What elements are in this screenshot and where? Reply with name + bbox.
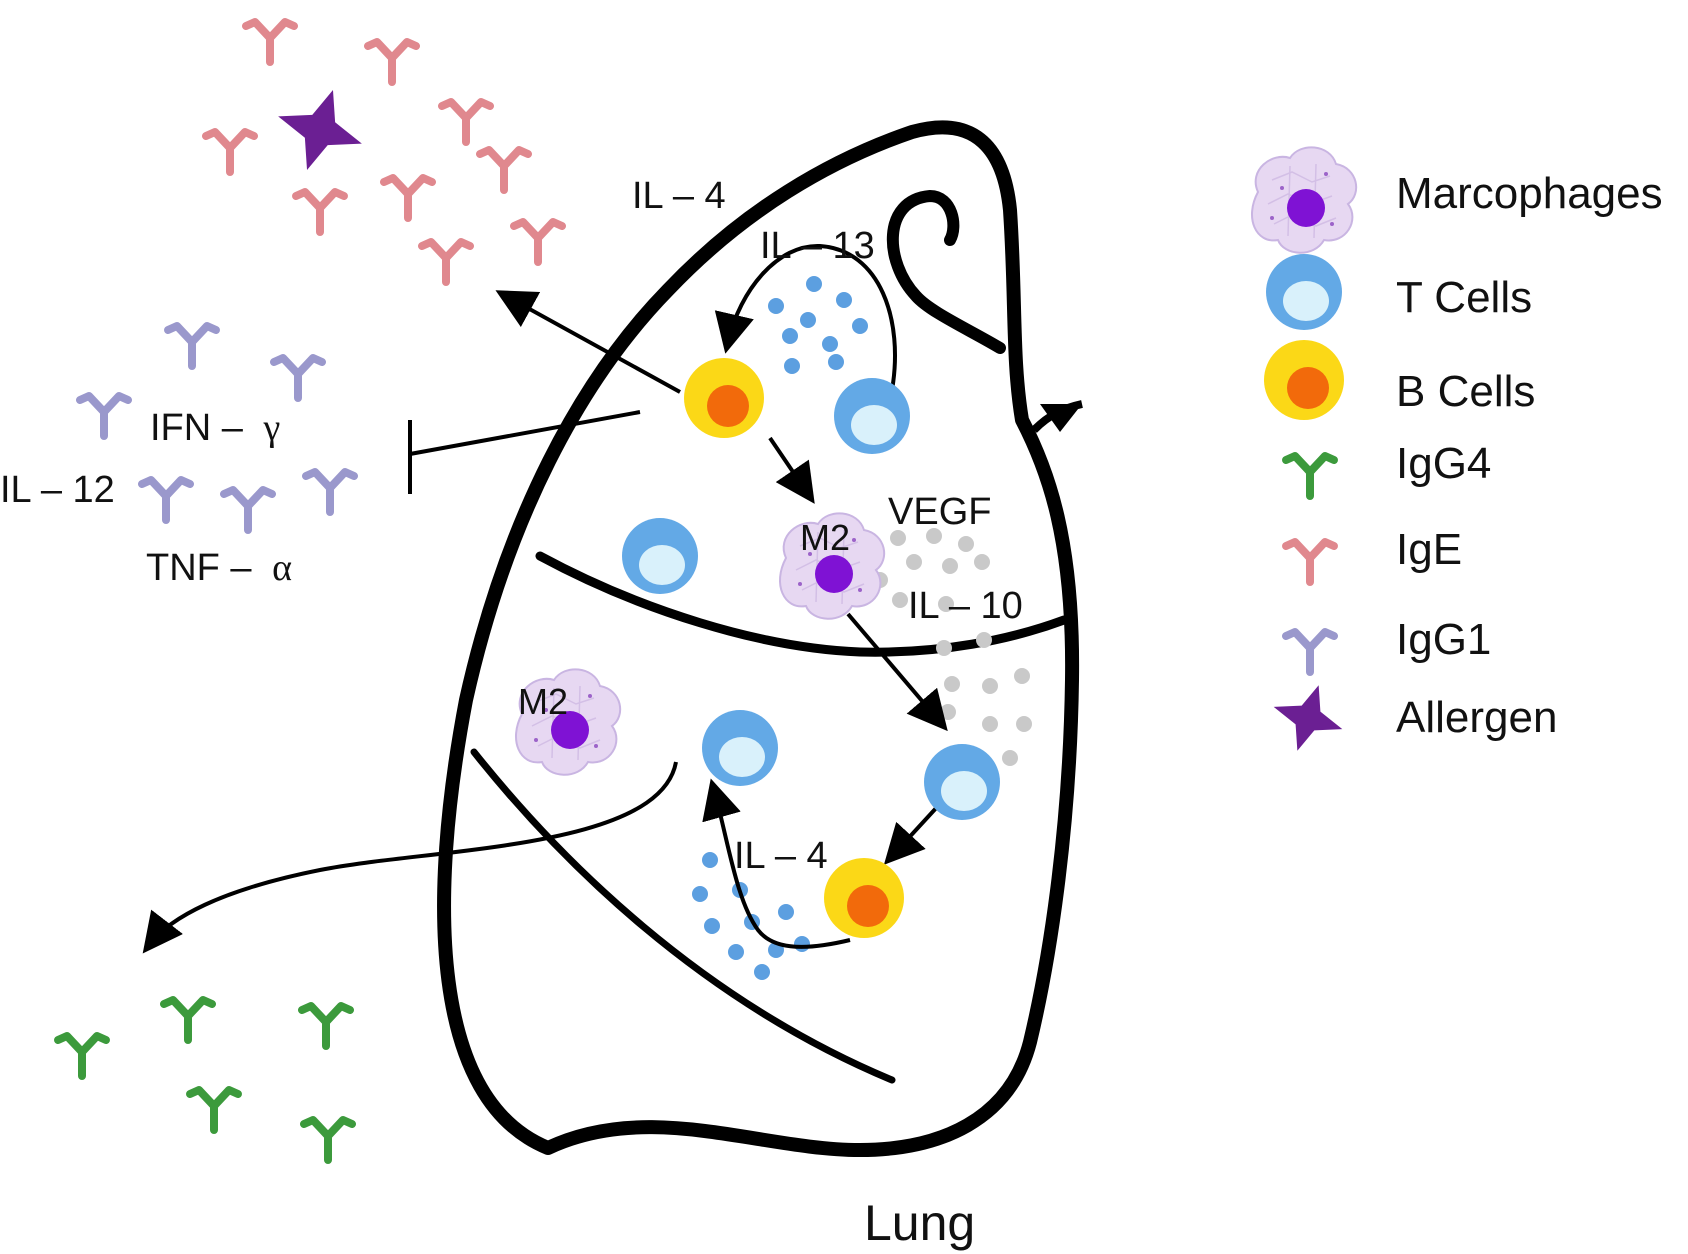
igg1-antibody-icon [142, 480, 190, 520]
igg4-antibody-cluster [58, 1000, 352, 1160]
igg1-antibody-icon [80, 396, 128, 436]
igg4-antibody-icon [164, 1000, 212, 1040]
label-vegf: VEGF [888, 491, 991, 533]
b-cell-icon [1264, 340, 1344, 420]
label-tnf-alpha-prefix: TNF – [146, 547, 252, 589]
macrophage-icon [1250, 146, 1358, 254]
label-tnf-alpha: TNF – α [146, 547, 292, 589]
legend-item-b-cells: B Cells [1264, 340, 1535, 420]
b-cell-upper [684, 358, 764, 438]
arrow-to-igg4 [142, 761, 678, 954]
legend-item-igg4: IgG4 [1286, 439, 1491, 496]
label-il4-top: IL – 4 [632, 175, 726, 217]
legend-label: IgG4 [1396, 439, 1491, 488]
arrow-tcell-to-bcell [883, 804, 940, 865]
label-m2-lower: M2 [518, 681, 568, 722]
t-cell-middle [622, 518, 698, 594]
label-il13: IL – 13 [760, 225, 875, 267]
label-lung: Lung [864, 1195, 975, 1251]
b-cell-lower [824, 858, 904, 938]
igg4-antibody-icon [302, 1006, 350, 1046]
pathway-arrows [142, 243, 948, 954]
legend-label: Marcophages [1396, 169, 1663, 218]
igg1-antibody-icon [274, 358, 322, 398]
lung-outline [437, 120, 1083, 1157]
legend: Marcophages T Cells B Cells IgG4 IgE IgG… [1250, 146, 1663, 762]
legend-item-t-cells: T Cells [1266, 254, 1532, 330]
label-tnf-alpha-symbol: α [272, 547, 292, 589]
igg1-antibody-icon [168, 326, 216, 366]
t-cell-icon [1266, 254, 1342, 330]
label-il12: IL – 12 [0, 469, 115, 511]
igg4-antibody-icon [58, 1036, 106, 1076]
t-cell-lower-right [924, 744, 1000, 820]
il4-loop-arrow [702, 778, 851, 949]
igg1-antibody-icon [1286, 632, 1334, 672]
igg4-antibody-icon [1286, 456, 1334, 496]
t-cell-upper-right [834, 378, 910, 454]
legend-item-allergen: Allergen [1263, 674, 1557, 762]
arrow-to-m2 [768, 436, 815, 504]
legend-label: IgE [1396, 525, 1462, 574]
ige-antibody-icon [422, 242, 470, 282]
ige-antibody-icon [1286, 542, 1334, 582]
ige-antibody-icon [368, 42, 416, 82]
igg1-antibody-icon [224, 490, 272, 530]
ige-antibody-icon [296, 192, 344, 232]
ige-antibody-cluster [206, 22, 562, 282]
ige-antibody-icon [442, 102, 490, 142]
legend-label: T Cells [1396, 273, 1532, 322]
label-ifn-gamma: IFN – γ [150, 407, 280, 449]
legend-item-igg1: IgG1 [1286, 615, 1491, 672]
arrow-to-ige [495, 290, 681, 394]
il13-loop-arrow [714, 243, 897, 391]
igg4-antibody-icon [304, 1120, 352, 1160]
igg1-antibody-icon [306, 472, 354, 512]
allergen-star-icon [265, 76, 375, 184]
label-il4-bottom: IL – 4 [734, 835, 828, 877]
ige-antibody-icon [384, 178, 432, 218]
ige-antibody-icon [480, 150, 528, 190]
legend-item-ige: IgE [1286, 525, 1462, 582]
ige-antibody-icon [206, 132, 254, 172]
ige-antibody-icon [514, 222, 562, 262]
label-il10: IL – 10 [908, 585, 1023, 627]
label-m2-upper: M2 [800, 517, 850, 558]
legend-item-macrophages: Marcophages [1250, 146, 1663, 254]
label-ifn-gamma-prefix: IFN – [150, 407, 244, 449]
arrow-m2-to-tcell [846, 612, 948, 732]
t-cell-lower-left [702, 710, 778, 786]
legend-label: Allergen [1396, 693, 1557, 742]
legend-label: IgG1 [1396, 615, 1491, 664]
legend-label: B Cells [1396, 367, 1535, 416]
label-ifn-gamma-symbol: γ [262, 407, 280, 449]
inhibition-bar [408, 410, 641, 494]
allergen-star-icon [1263, 674, 1353, 762]
igg4-antibody-icon [190, 1090, 238, 1130]
ige-antibody-icon [246, 22, 294, 62]
il13-cytokine-dots [768, 276, 868, 374]
